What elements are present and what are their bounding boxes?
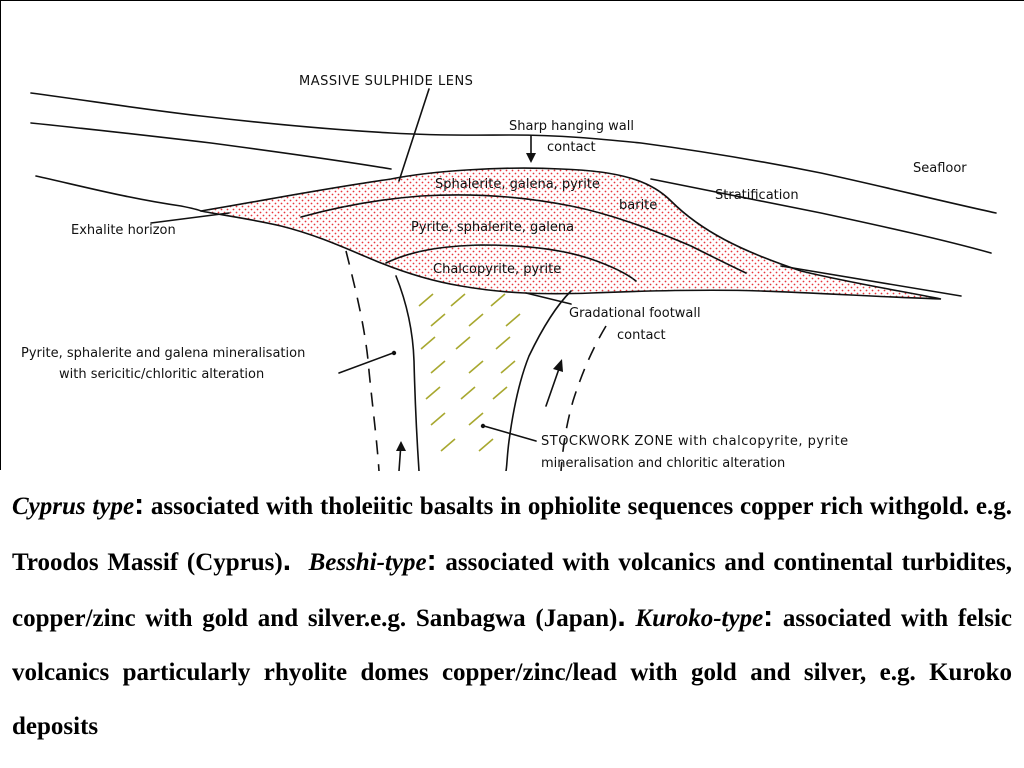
vms-deposit-diagram: MASSIVE SULPHIDE LENS Sharp hanging wall… [0,0,1024,471]
label-chalcopyrite-pyrite: Chalcopyrite, pyrite [433,262,561,277]
label-mineralisation-1: Pyrite, sphalerite and galena mineralisa… [21,346,305,361]
fluid-arrow-right [545,359,563,407]
stockwork-point [480,423,486,429]
kuroko-colon: : [763,600,774,633]
stratification-line-1 [30,122,392,170]
leader-exhalite [150,212,230,224]
besshi-colon: : [426,544,437,577]
stratification-line-3 [35,175,202,212]
leader-mineralisation [338,352,394,374]
label-stockwork-2: mineralisation and chloritic alteration [541,456,785,471]
zone-line-upper [300,194,747,274]
diagram-canvas: MASSIVE SULPHIDE LENS Sharp hanging wall… [21,74,997,471]
label-exhalite-horizon: Exhalite horizon [71,223,176,238]
leader-stockwork [483,425,537,442]
label-stockwork-1: STOCKWORK ZONE with chalcopyrite, pyrite [541,434,849,449]
cyprus-period: . [282,544,292,577]
fluid-arrow-left [396,441,406,471]
label-sphalerite-galena-pyrite: Sphalerite, galena, pyrite [435,177,600,192]
leader-sulphide-lens [398,88,430,182]
alteration-boundary-left [345,250,380,471]
label-seafloor: Seafloor [913,161,967,176]
leader-hanging-wall [526,135,536,163]
label-stratification: Stratification [715,188,799,203]
label-pyrite-sphalerite-galena: Pyrite, sphalerite, galena [411,220,574,235]
label-hanging-wall-1: Sharp hanging wall [509,119,634,134]
stratification-line-4 [780,265,962,297]
sulphide-lens [200,167,942,300]
deposit-types-text: Cyprus type: associated with tholeiitic … [12,478,1012,754]
label-footwall-1: Gradational footwall [569,306,701,321]
besshi-type-description: associated with volcanics and continenta… [12,549,1013,632]
seafloor-line [30,92,997,214]
leader-footwall [525,292,572,305]
besshi-period: . [617,600,626,633]
alteration-boundary-right [560,325,607,471]
cyprus-type-description: associated with tholeiitic basalts in op… [12,493,1012,576]
label-barite: barite [619,198,657,213]
label-footwall-2: contact [617,328,666,343]
pipe-wall-right [505,290,572,471]
label-massive-sulphide-lens: MASSIVE SULPHIDE LENS [299,74,473,89]
stratification-line-2 [650,178,992,254]
kuroko-type-term: Kuroko-type [635,605,764,632]
kuroko-type-description: associated with felsic volcanics particu… [12,605,1012,740]
stockwork-hatch [418,293,521,452]
zone-line-lower [385,244,637,282]
besshi-type-term: Besshi-type [308,549,427,576]
label-hanging-wall-2: contact [547,140,596,155]
label-mineralisation-2: with sericitic/chloritic alteration [59,367,264,382]
pipe-wall-left [395,275,420,471]
cyprus-colon: : [134,488,145,521]
cyprus-type-term: Cyprus type [12,493,135,520]
stockwork-zone [396,276,571,471]
mineralisation-point [391,350,397,356]
